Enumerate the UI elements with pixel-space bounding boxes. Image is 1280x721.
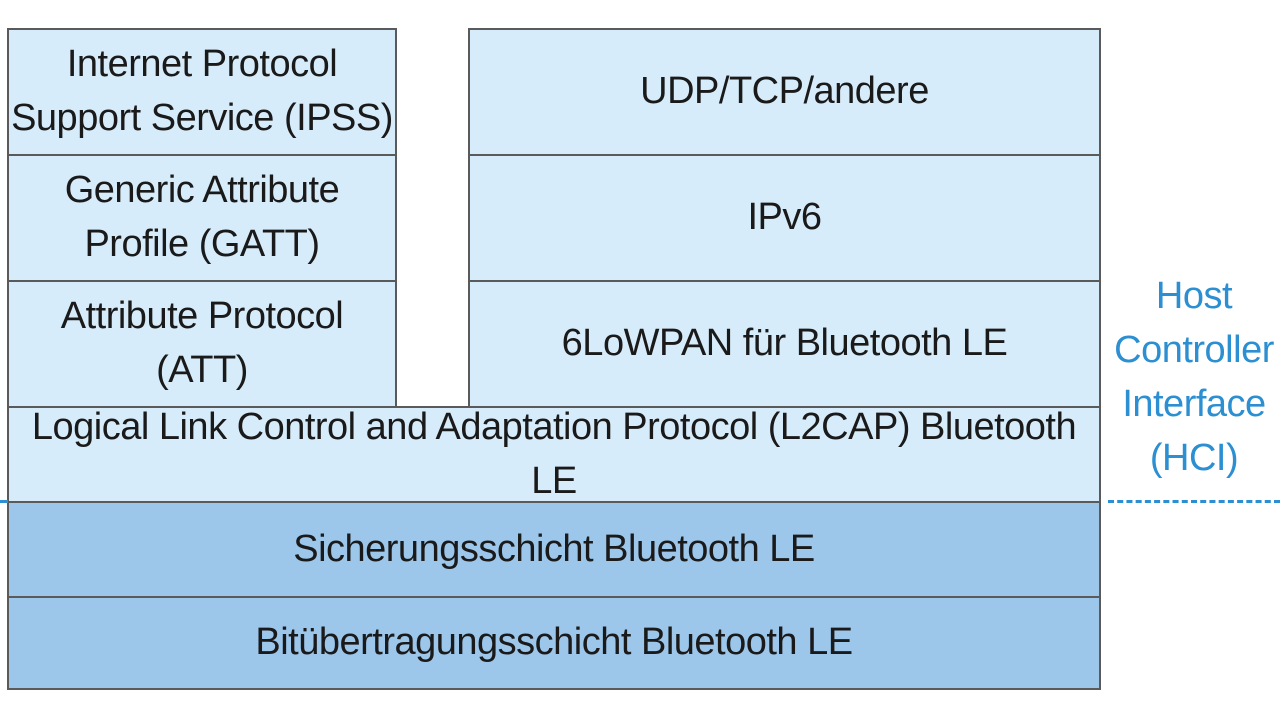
layer-ipv6: IPv6 xyxy=(468,154,1101,282)
layer-udp-tcp-label: UDP/TCP/andere xyxy=(640,70,929,113)
layer-ipss-line-2: Support Service (IPSS) xyxy=(11,97,393,139)
layer-bituebertragungsschicht-label: Bitübertragungsschicht Bluetooth LE xyxy=(255,621,853,664)
layer-sicherungsschicht-label: Sicherungsschicht Bluetooth LE xyxy=(293,527,815,570)
layer-l2cap: Logical Link Control and Adaptation Prot… xyxy=(7,406,1101,503)
layer-ipss-line-1: Internet Protocol xyxy=(66,43,338,86)
hci-label: Host Controller Interface (HCI) xyxy=(1108,270,1280,486)
layer-att-line-1: Attribute Protocol xyxy=(60,295,344,338)
layer-l2cap-label: Logical Link Control and Adaptation Prot… xyxy=(31,405,1077,502)
hci-line-2: Controller xyxy=(1114,328,1274,371)
layer-bituebertragungsschicht: Bitübertragungsschicht Bluetooth LE xyxy=(7,596,1101,690)
layer-ipv6-label: IPv6 xyxy=(747,196,822,239)
layer-6lowpan: 6LoWPAN für Bluetooth LE xyxy=(468,280,1101,408)
layer-6lowpan-label: 6LoWPAN für Bluetooth LE xyxy=(561,322,1008,365)
layer-gatt: Generic Attribute Profile (GATT) xyxy=(7,154,397,282)
hci-boundary-line-right xyxy=(1108,500,1280,503)
hci-boundary-line-left xyxy=(0,500,8,503)
hci-line-4: (HCI) xyxy=(1149,436,1239,479)
hci-line-3: Interface xyxy=(1122,382,1266,425)
layer-sicherungsschicht: Sicherungsschicht Bluetooth LE xyxy=(7,501,1101,598)
layer-att-line-2: (ATT) xyxy=(156,349,248,391)
layer-gatt-line-2: Profile (GATT) xyxy=(84,223,320,265)
hci-line-1: Host xyxy=(1155,275,1233,317)
layer-udp-tcp: UDP/TCP/andere xyxy=(468,28,1101,156)
layer-att: Attribute Protocol (ATT) xyxy=(7,280,397,408)
layer-ipss: Internet Protocol Support Service (IPSS) xyxy=(7,28,397,156)
layer-gatt-line-1: Generic Attribute xyxy=(64,169,340,212)
